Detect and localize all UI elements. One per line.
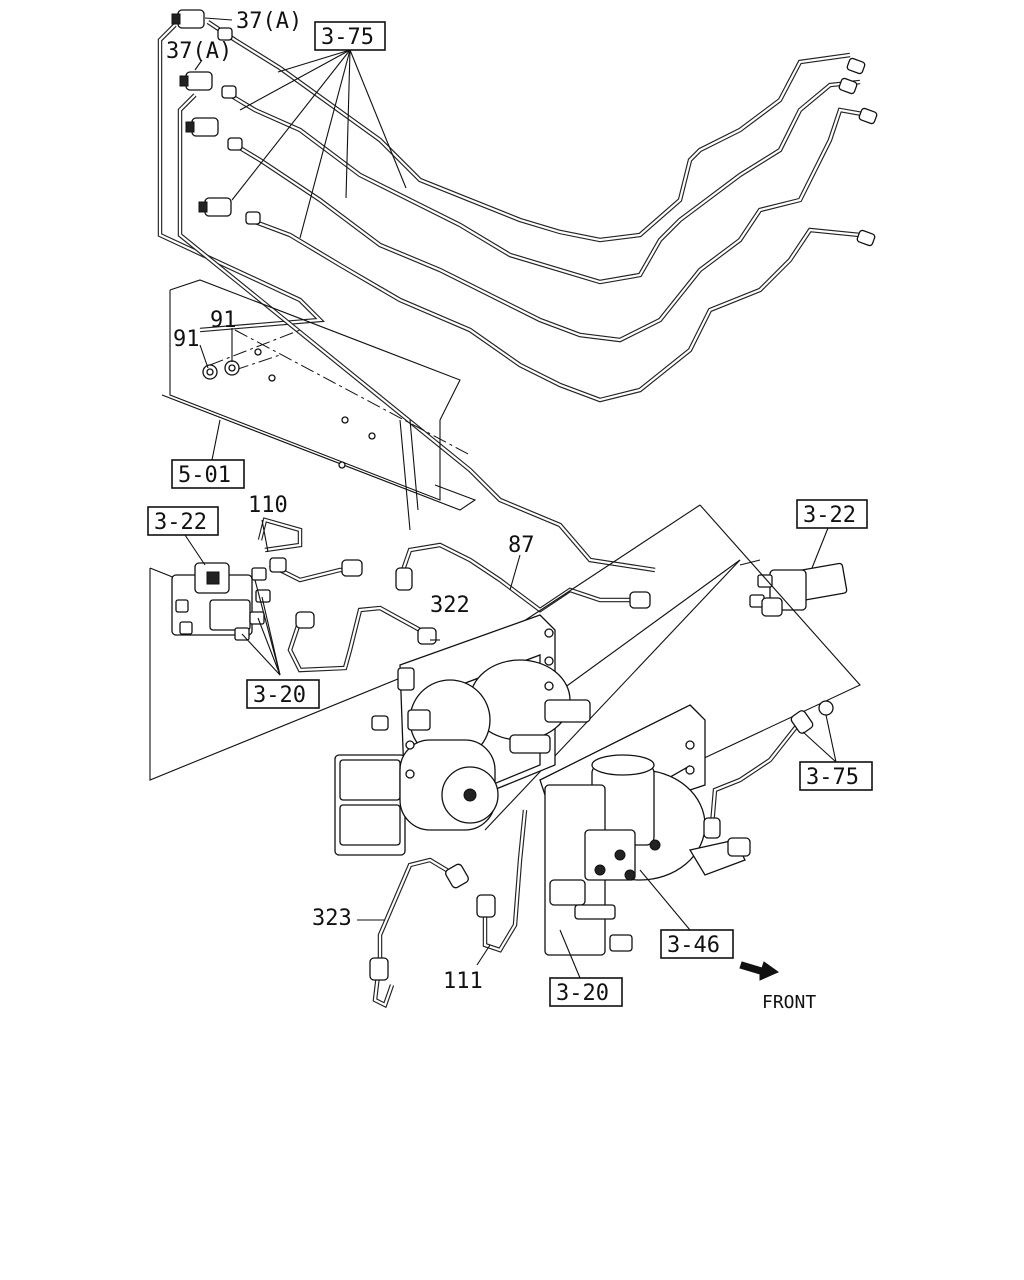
nut-91-a [202, 364, 218, 380]
ref-label-3-20-left: 3-20 [253, 683, 306, 708]
nut-right-1 [846, 57, 866, 75]
front-label: FRONT [762, 992, 816, 1013]
right-pipe [688, 700, 837, 876]
ref-box-3-20-left[interactable]: 3-20 [246, 679, 320, 709]
ref-box-3-22-right[interactable]: 3-22 [796, 499, 868, 529]
pipe-322 [287, 605, 437, 673]
ref-box-3-20-bottom[interactable]: 3-20 [549, 977, 623, 1007]
brake-pipe-group [157, 20, 869, 573]
left-valve-assembly [149, 562, 421, 781]
tee-fitting-3 [185, 117, 219, 137]
tee-fitting-2 [179, 71, 213, 91]
pipe-fittings [171, 9, 878, 247]
callout-111: 111 [443, 969, 483, 994]
ref-label-5-01: 5-01 [178, 463, 231, 488]
air-dryer-assembly [334, 614, 591, 856]
nut-2 [221, 85, 237, 99]
tee-fitting-4 [198, 197, 232, 217]
ref-label-3-46: 3-46 [667, 933, 720, 958]
ref-label-3-22-right: 3-22 [803, 503, 856, 528]
right-relay-valve [739, 527, 848, 617]
nut-3 [227, 137, 243, 151]
nut-4 [245, 211, 261, 225]
callout-323: 323 [312, 906, 352, 931]
front-direction-indicator: FRONT [739, 961, 816, 1013]
ref-label-3-75-right: 3-75 [806, 765, 859, 790]
callout-91-upper: 91 [210, 308, 237, 333]
air-dryer-canister [544, 754, 706, 956]
leaders-3-75-top [194, 17, 407, 369]
ref-box-3-75-top[interactable]: 3-75 [314, 21, 386, 51]
ref-box-5-01[interactable]: 5-01 [171, 459, 245, 489]
nut-right-2 [838, 77, 858, 95]
pipe-87 [395, 542, 651, 613]
nut-91-b [224, 360, 240, 376]
ref-box-3-22-left[interactable]: 3-22 [147, 506, 219, 536]
nut-right-3 [858, 107, 878, 125]
front-arrow-icon [739, 961, 780, 981]
callout-37a-top: 37(A) [236, 9, 302, 34]
callout-322: 322 [430, 593, 470, 618]
callout-87: 87 [508, 533, 535, 558]
pipe-111 [476, 809, 528, 966]
pipe-323 [357, 857, 469, 1009]
misc-leaders [184, 419, 581, 979]
ref-label-3-75-top: 3-75 [321, 25, 374, 50]
ref-box-3-46[interactable]: 3-46 [660, 929, 734, 959]
pipe-110 [257, 517, 363, 583]
nut-1 [217, 27, 233, 41]
frame-crossmember [161, 279, 477, 531]
callout-91-lower: 91 [173, 327, 200, 352]
ref-label-3-20-bottom: 3-20 [556, 981, 609, 1006]
ref-box-3-75-right[interactable]: 3-75 [799, 761, 873, 791]
nut-right-4 [856, 229, 876, 247]
ref-label-3-22-left: 3-22 [154, 510, 207, 535]
callout-37a-second: 37(A) [166, 39, 232, 64]
callout-110: 110 [248, 493, 288, 518]
tee-fitting-1 [171, 9, 205, 29]
